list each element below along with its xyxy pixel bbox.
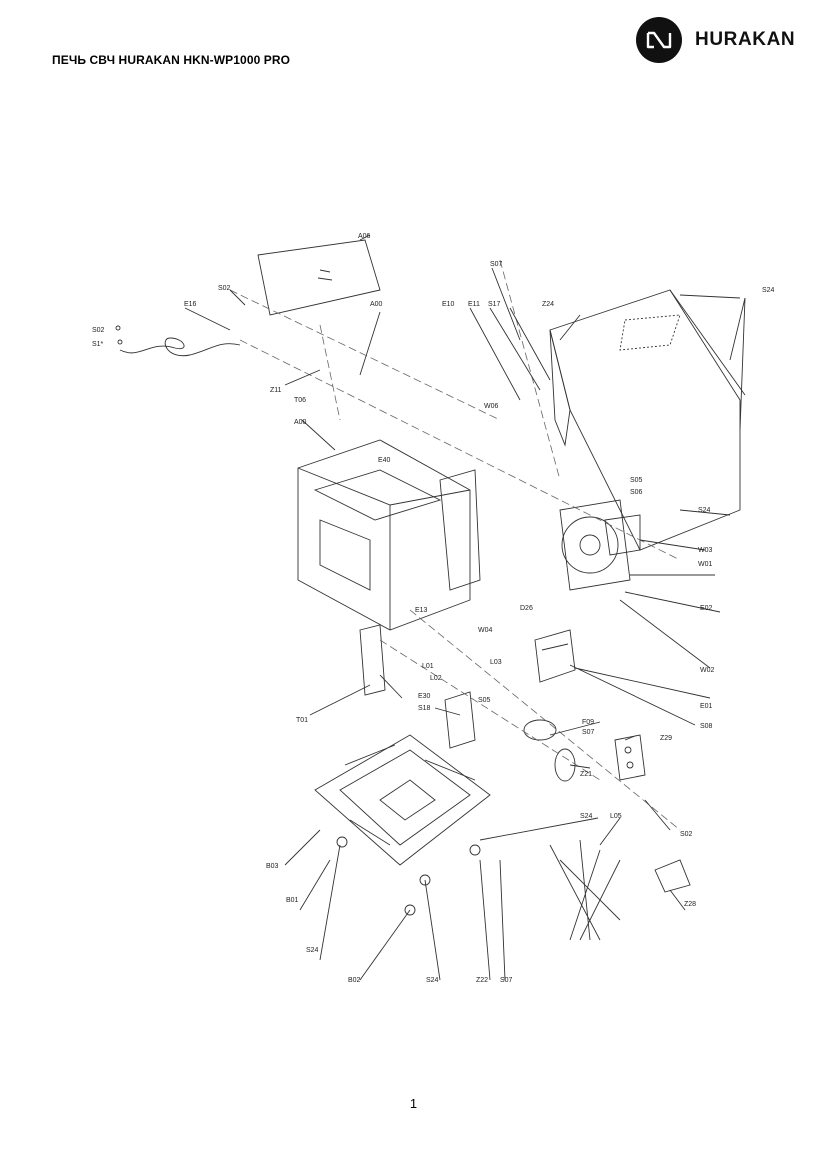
part-label: S24: [580, 813, 593, 820]
part-label: Z28: [684, 901, 696, 908]
brand-logo: HURAKAN: [636, 17, 795, 63]
part-label: S18: [418, 705, 431, 712]
part-label: S07: [582, 729, 595, 736]
part-label: Z22: [476, 977, 488, 984]
part-label: T06: [294, 397, 306, 404]
part-label: E40: [378, 457, 391, 464]
part-label: E11: [468, 301, 480, 308]
document-title: ПЕЧЬ СВЧ HURAKAN HKN-WP1000 PRO: [52, 53, 291, 67]
brand-name: HURAKAN: [695, 29, 796, 50]
part-label: E13: [415, 607, 428, 614]
exploded-parts-diagram: A06 S02 E16 S02 S1* A00 Z11 T06 A00 E40 …: [92, 233, 775, 984]
part-label: B03: [266, 863, 279, 870]
part-labels: A06 S02 E16 S02 S1* A00 Z11 T06 A00 E40 …: [92, 233, 775, 984]
part-label: F09: [582, 719, 594, 726]
part-label: L05: [610, 813, 622, 820]
part-label: A00: [370, 301, 383, 308]
part-label: Z11: [270, 387, 282, 394]
part-label: L02: [430, 675, 442, 682]
page-number: 1: [409, 1096, 418, 1111]
part-label: E30: [418, 693, 431, 700]
part-label: W04: [478, 627, 493, 634]
part-label: S05: [630, 477, 643, 484]
part-label: S02: [92, 327, 105, 334]
part-label: S05: [478, 697, 491, 704]
part-label: W06: [484, 403, 499, 410]
part-label: S24: [762, 287, 775, 294]
part-label: E10: [442, 301, 455, 308]
part-label: Z29: [660, 735, 672, 742]
part-label: E02: [700, 605, 713, 612]
part-label: B02: [348, 977, 361, 984]
part-label: Z21: [580, 771, 592, 778]
part-label: A06: [358, 233, 371, 240]
part-label: W01: [698, 561, 713, 568]
brand-logo-icon: [636, 17, 682, 63]
part-label: Z24: [542, 301, 554, 308]
part-label: L03: [490, 659, 502, 666]
part-label: S24: [426, 977, 439, 984]
part-label: L01: [422, 663, 434, 670]
part-label: S02: [218, 285, 231, 292]
part-label: E16: [184, 301, 197, 308]
part-label: A00: [294, 419, 307, 426]
part-label: W02: [700, 667, 715, 674]
part-label: D26: [520, 605, 533, 612]
part-label: B01: [286, 897, 299, 904]
part-label: S07: [490, 261, 503, 268]
part-label: S02: [680, 831, 693, 838]
part-label: S08: [700, 723, 713, 730]
part-label: S17: [488, 301, 501, 308]
part-label: S24: [698, 507, 711, 514]
part-label: S07: [500, 977, 513, 984]
part-label: W03: [698, 547, 713, 554]
part-label: T01: [296, 717, 308, 724]
part-label: E01: [700, 703, 713, 710]
part-label: S1*: [92, 341, 104, 348]
part-label: S06: [630, 489, 643, 496]
part-label: S24: [306, 947, 319, 954]
